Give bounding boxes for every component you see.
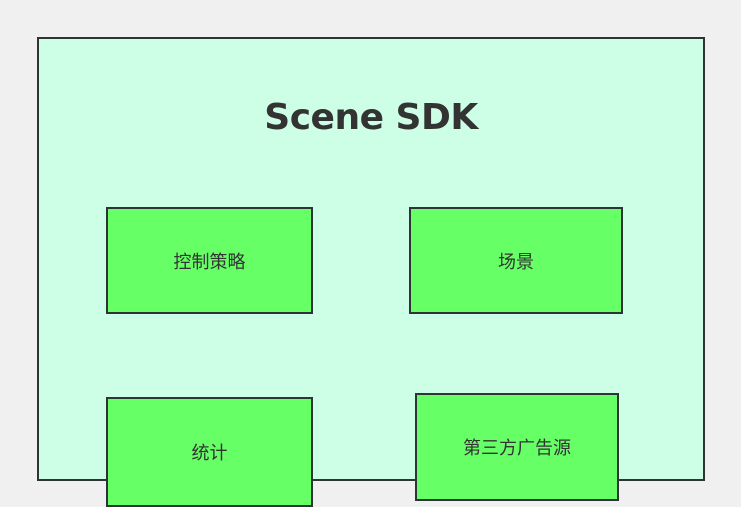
module-control-strategy[interactable]: 控制策略 <box>106 207 313 314</box>
module-label: 控制策略 <box>173 251 246 273</box>
module-third-party-ad-source[interactable]: 第三方广告源 <box>415 393 619 501</box>
module-label: 统计 <box>191 443 228 464</box>
diagram-title: Scene SDK <box>264 97 478 138</box>
module-statistics[interactable]: 统计 <box>106 397 313 507</box>
module-scene[interactable]: 场景 <box>409 207 623 314</box>
module-label: 场景 <box>498 251 534 273</box>
module-label: 第三方广告源 <box>463 438 571 459</box>
